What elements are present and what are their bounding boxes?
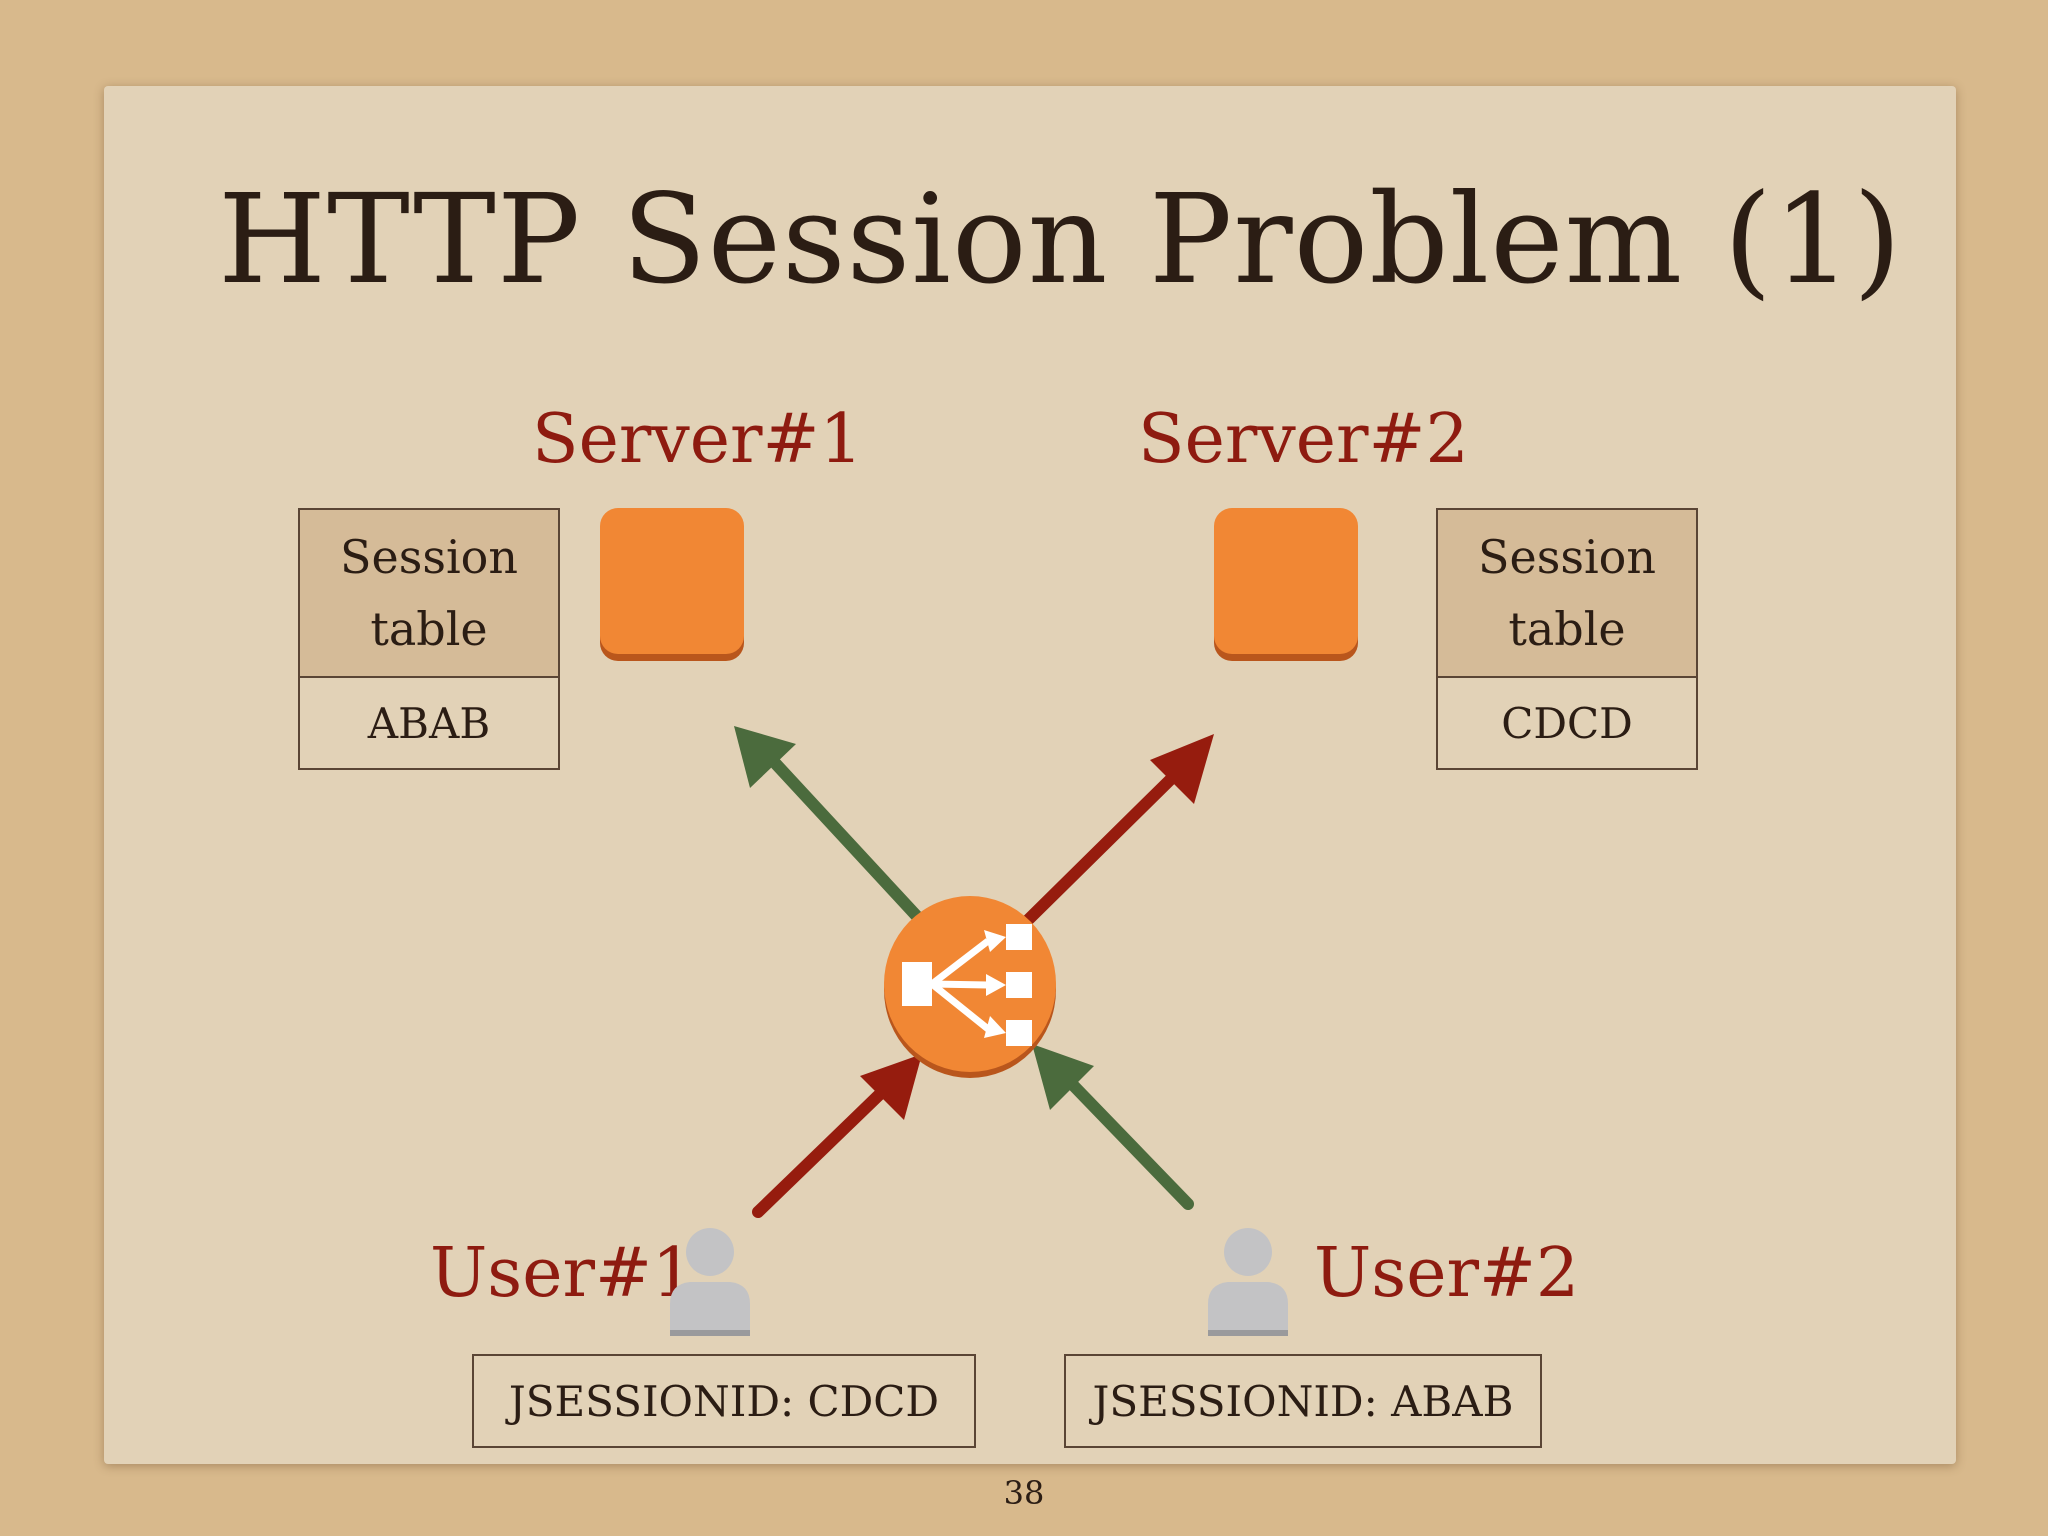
server-2-block — [1214, 508, 1358, 654]
arrow-user-1-to-lb — [752, 1054, 922, 1218]
user-1-icon — [666, 1226, 754, 1338]
user-2-icon — [1204, 1226, 1292, 1338]
slide-title: HTTP Session Problem (1) — [218, 168, 1903, 312]
server-1-label: Server#1 — [532, 400, 863, 479]
arrow-user-2-to-lb — [1032, 1044, 1194, 1210]
session-table-header: Session table — [1438, 510, 1696, 678]
arrow-lb-to-server-1 — [734, 726, 930, 930]
load-balancer — [884, 896, 1056, 1072]
session-table-header: Session table — [300, 510, 558, 678]
page-number: 38 — [1003, 1474, 1045, 1512]
server-1-session-table: Session table ABAB — [298, 508, 560, 770]
user-2-cookie: JSESSIONID: ABAB — [1064, 1354, 1542, 1448]
server-2-label: Server#2 — [1138, 400, 1469, 479]
load-balancer-icon — [902, 924, 1032, 1046]
user-1-label: User#1 — [430, 1234, 696, 1313]
user-2-label: User#2 — [1314, 1234, 1580, 1313]
paper-background — [104, 86, 1956, 1464]
server-2-session-table: Session table CDCD — [1436, 508, 1698, 770]
user-1-cookie: JSESSIONID: CDCD — [472, 1354, 976, 1448]
server-1-block — [600, 508, 744, 654]
session-table-value: CDCD — [1501, 698, 1633, 748]
session-table-value: ABAB — [367, 698, 491, 748]
arrow-lb-to-server-2 — [1022, 734, 1214, 926]
